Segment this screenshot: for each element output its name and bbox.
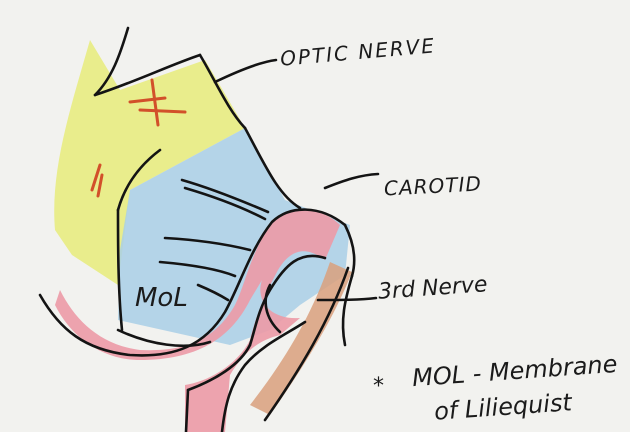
mol-label: MoL (135, 283, 188, 313)
footnote-marker: * (373, 374, 384, 399)
carotid-label: CAROTID (383, 171, 482, 200)
